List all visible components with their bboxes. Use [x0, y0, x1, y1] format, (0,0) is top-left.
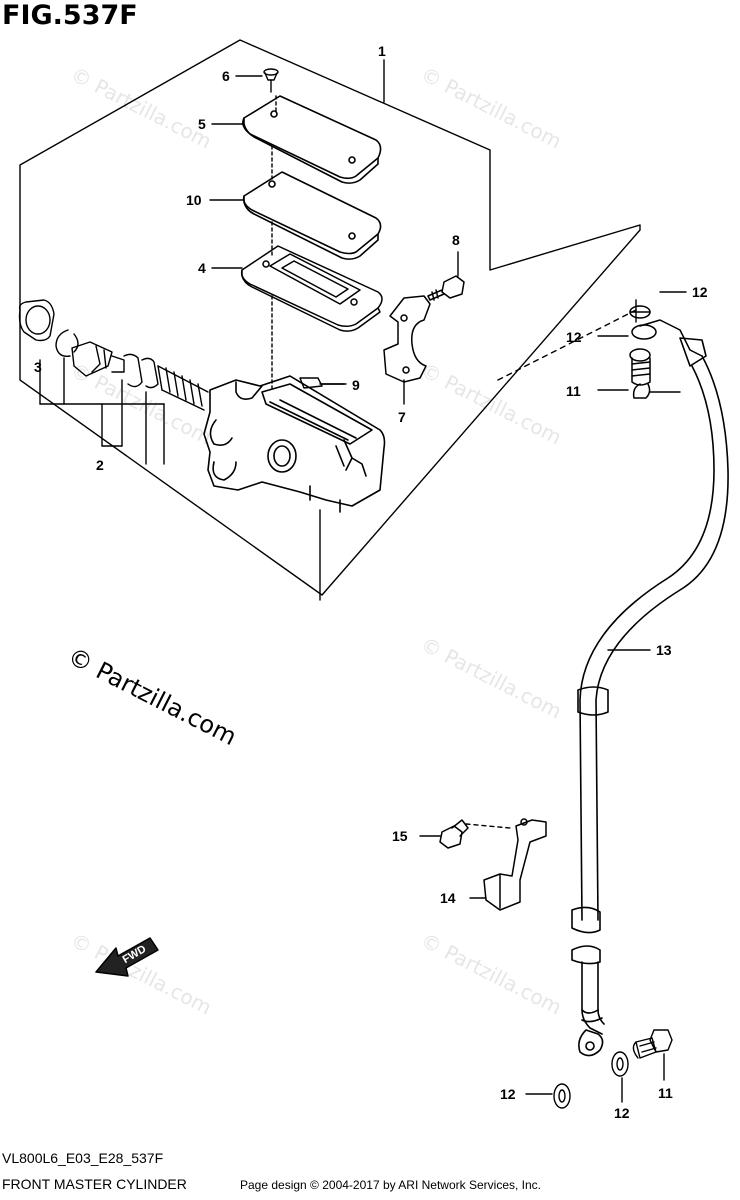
lower-banjo-bolt: [632, 1029, 673, 1059]
callout-11-lower: 11: [658, 1085, 673, 1101]
clamp-bolt: [427, 275, 465, 301]
callout-12-lower-right: 12: [614, 1105, 630, 1121]
callout-11-upper: 11: [566, 383, 581, 399]
bracket-bolt: [439, 819, 469, 849]
handlebar-clamp: [383, 295, 431, 383]
callout-15: 15: [392, 828, 408, 844]
callout-4: 4: [198, 260, 206, 276]
callout-7: 7: [398, 409, 406, 425]
callout-8: 8: [452, 232, 460, 248]
circlip: [55, 329, 79, 357]
callout-12-lower-left: 12: [500, 1086, 516, 1102]
callout-14: 14: [440, 890, 456, 906]
reservoir-cap: [242, 95, 382, 184]
callout-13: 13: [656, 642, 672, 658]
lower-washer-left: [553, 1083, 571, 1109]
piston-assembly: [71, 341, 209, 411]
callout-2: 2: [96, 457, 104, 473]
brake-hose: [571, 337, 729, 1057]
cap-screw: [263, 68, 279, 93]
page-credit: Page design © 2004-2017 by ARI Network S…: [240, 1178, 542, 1192]
callout-5: 5: [198, 116, 206, 132]
upper-banjo: [629, 305, 703, 399]
callout-3: 3: [34, 359, 42, 375]
callout-1: 1: [378, 43, 386, 59]
assembly-outline: [19, 39, 641, 596]
callout-12-middle: 12: [566, 329, 582, 345]
model-code: VL800L6_E03_E28_537F: [2, 1150, 164, 1166]
figure-title: FIG.537F: [2, 0, 138, 31]
lower-washer-right: [611, 1051, 629, 1077]
callout-12-upper: 12: [692, 284, 708, 300]
hose-bracket: [483, 818, 547, 911]
figure-caption: FRONT MASTER CYLINDER: [2, 1176, 187, 1192]
dust-boot: [18, 299, 55, 342]
diaphragm-gasket: [240, 245, 383, 332]
diaphragm-plate: [242, 171, 382, 260]
callout-10: 10: [186, 192, 202, 208]
callout-9: 9: [352, 377, 360, 393]
fwd-arrow: [95, 937, 159, 977]
master-cylinder-body: [203, 375, 386, 513]
callout-6: 6: [222, 68, 230, 84]
